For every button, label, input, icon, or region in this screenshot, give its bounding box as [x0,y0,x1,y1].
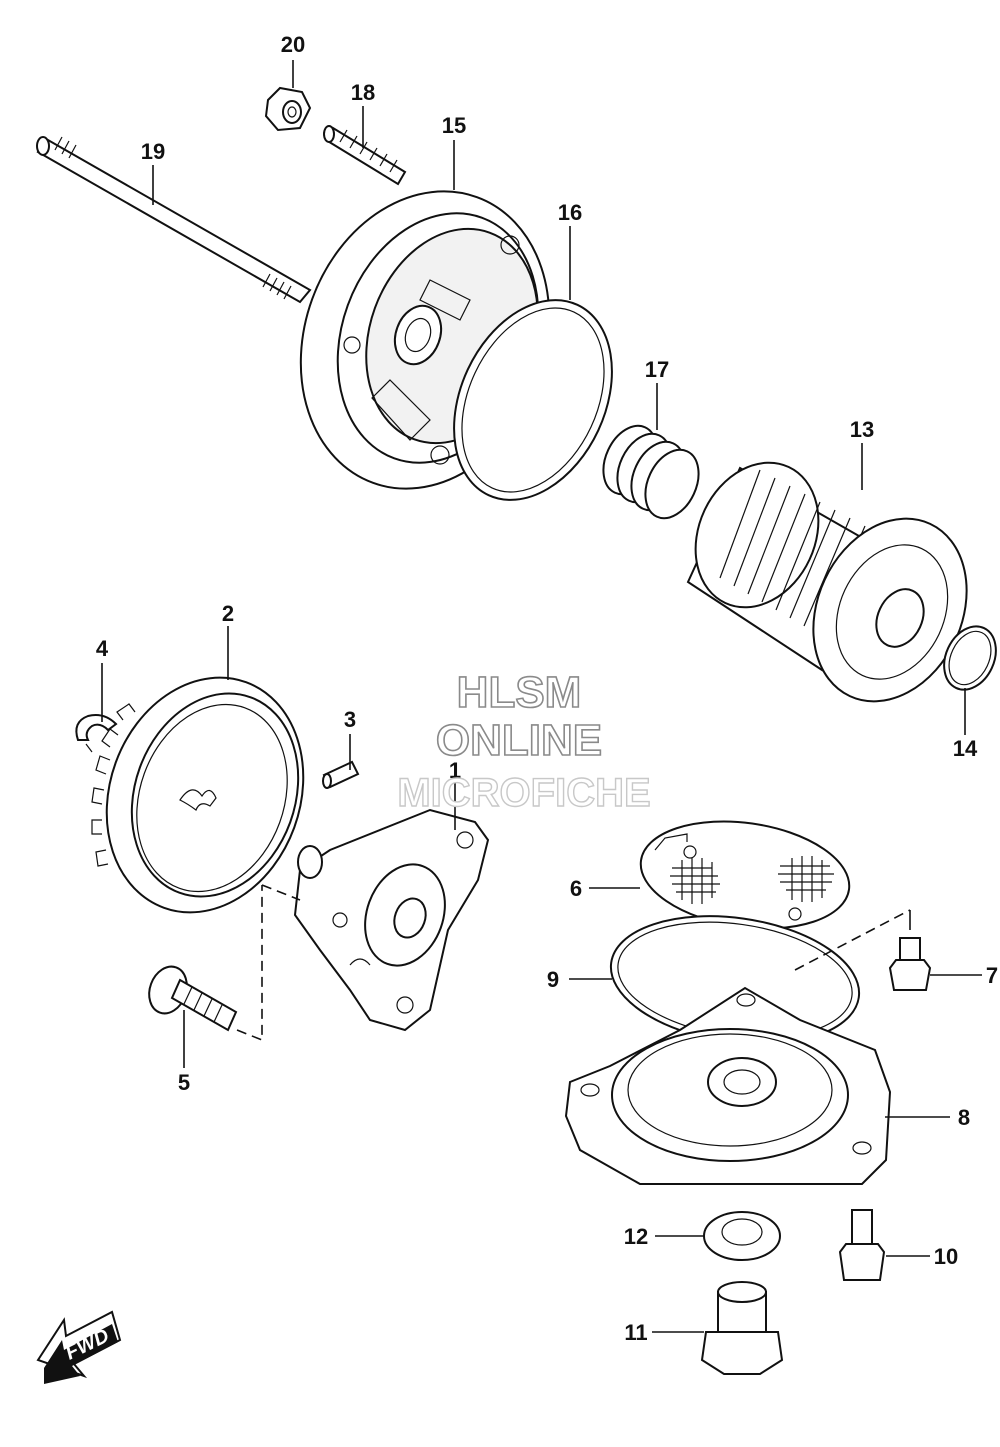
callout-11: 11 [624,1320,647,1345]
part-12-washer [703,1211,781,1261]
part-2-gear [91,676,305,914]
callout-9: 9 [547,967,559,992]
part-17-spring [602,424,700,520]
callout-20: 20 [281,32,305,57]
callout-14: 14 [953,736,978,761]
part-18-stud [323,125,407,186]
part-7-bolt [888,937,932,991]
part-6-strainer [639,820,851,930]
part-20-nut [264,86,312,132]
callout-2: 2 [222,601,234,626]
part-5-bolt [148,965,238,1032]
part-3-pin [322,760,360,789]
callout-1: 1 [449,758,461,783]
callout-8: 8 [958,1105,970,1130]
callout-12: 12 [624,1224,648,1249]
callout-10: 10 [934,1244,958,1269]
part-19-stud [36,136,312,304]
callout-3: 3 [344,707,356,732]
part-4-circlip [75,714,118,753]
callout-7: 7 [986,963,998,988]
part-1-oil-pump [293,808,490,1032]
watermark-line-3: MICROFICHE [397,771,650,815]
callout-17: 17 [645,357,669,382]
callout-6: 6 [570,876,582,901]
watermark-line-1: HLSM [457,668,582,717]
callout-labels: 20 18 15 19 16 17 13 14 2 4 3 1 5 6 9 7 … [96,32,998,1345]
callout-16: 16 [558,200,582,225]
callout-5: 5 [178,1070,190,1095]
callout-19: 19 [141,139,165,164]
part-13-oil-filter [686,461,968,703]
watermark-line-2: ONLINE [436,716,602,765]
part-8-sump-cover [564,986,892,1185]
part-16-o-ring [453,299,613,501]
part-10-bolt [838,1209,886,1281]
fwd-arrow-icon: FWD [36,1310,122,1384]
callout-13: 13 [850,417,874,442]
watermark: HLSM ONLINE MICROFICHE [397,667,652,816]
part-14-o-ring [943,625,997,691]
callout-4: 4 [96,636,109,661]
part-11-drain-plug [700,1281,784,1375]
leader-lines [101,60,982,1333]
callout-15: 15 [442,113,466,138]
callout-18: 18 [351,80,375,105]
